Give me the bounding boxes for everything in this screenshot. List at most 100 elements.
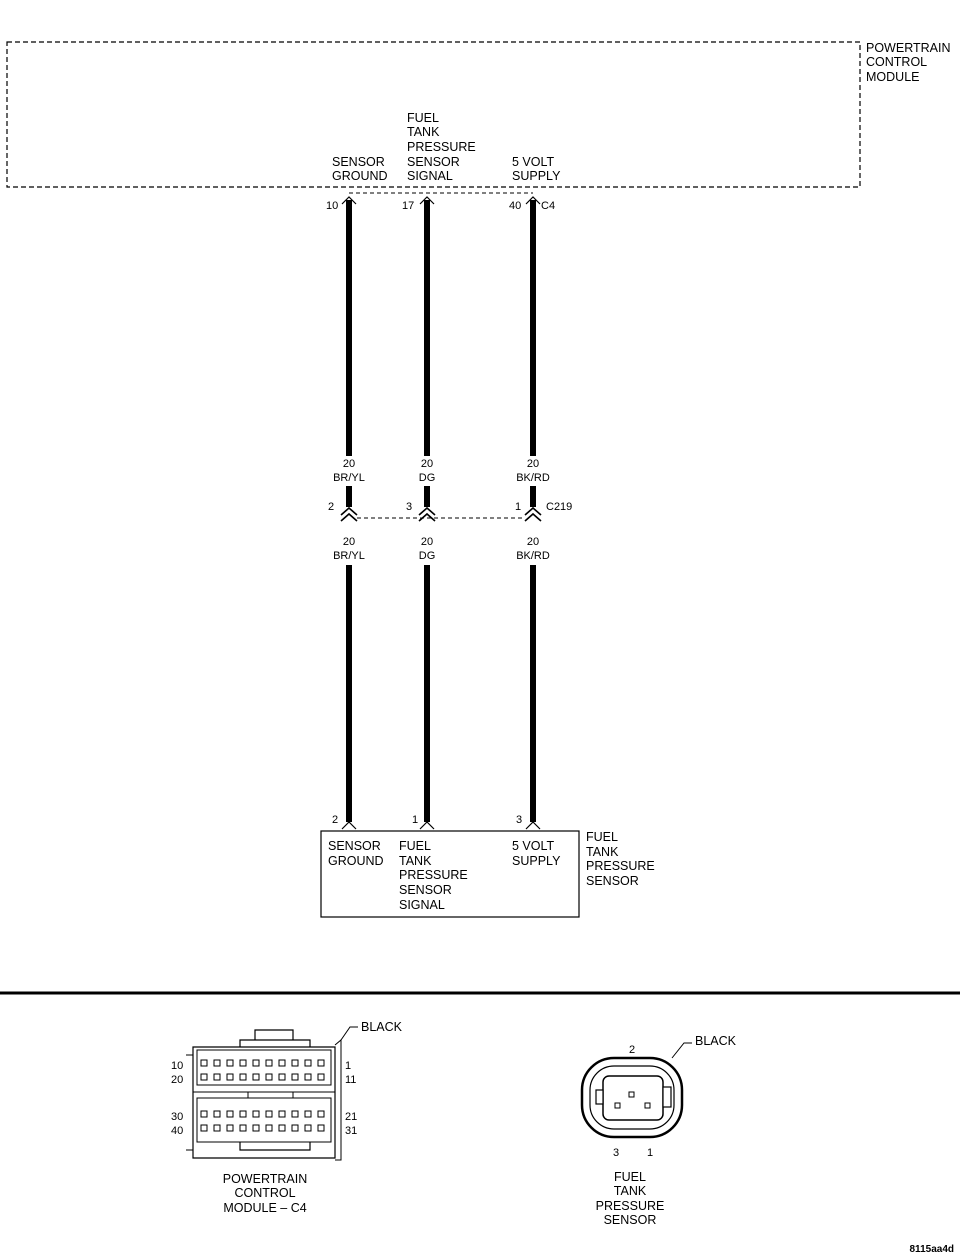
pcm-pin-number-2: 17 <box>402 200 414 212</box>
pcm-box <box>6 41 861 188</box>
pcm-pin-cavity <box>239 1124 247 1132</box>
sensor-view-pin-1: 1 <box>647 1147 653 1159</box>
pcm-pin-cavity <box>278 1124 286 1132</box>
wire3-color-upper: BK/RD <box>516 472 550 484</box>
sensor-name-line3: PRESSURE <box>586 859 655 873</box>
pcm-pin-cavity <box>304 1059 312 1067</box>
pcm-pin-cavity <box>213 1124 221 1132</box>
pcm-view-left-pin-20: 20 <box>171 1074 183 1086</box>
sensor-view-pin-2: 2 <box>629 1044 635 1056</box>
sensor-pin-number-1: 2 <box>332 814 338 826</box>
pcm-pin-cavity <box>291 1073 299 1081</box>
pcm-pin-cavity <box>239 1059 247 1067</box>
pcm-pin-cavity <box>291 1124 299 1132</box>
pcm-pin-cavity <box>278 1059 286 1067</box>
wire1-gauge-upper: 20 <box>343 458 355 470</box>
pcm-pin-arrow-2 <box>419 196 435 205</box>
pcm-pin3-label-line2: SUPPLY <box>512 169 561 183</box>
pcm-pin-cavity <box>304 1073 312 1081</box>
pcm-pin-cavity <box>213 1073 221 1081</box>
c219-pin-number-3: 1 <box>515 501 521 513</box>
sensor-pin2-label-line1: FUEL <box>399 839 431 853</box>
sensor-connector-view <box>580 1056 684 1139</box>
figure-id: 8115aa4d <box>910 1244 955 1255</box>
sensor-name-line4: SENSOR <box>586 874 639 888</box>
wire2-color-upper: DG <box>419 472 436 484</box>
pcm-pin-cavity <box>213 1110 221 1118</box>
sensor-name-line1: FUEL <box>586 830 618 844</box>
pcm-pin1-label-line2: GROUND <box>332 169 388 183</box>
sensor-view-caption-line2: TANK <box>614 1184 647 1198</box>
wire1-color-upper: BR/YL <box>333 472 365 484</box>
wire1-gauge-lower: 20 <box>343 536 355 548</box>
pcm-pin-cavity <box>317 1073 325 1081</box>
wire2-gauge-upper: 20 <box>421 458 433 470</box>
sensor-pin3-label-line1: 5 VOLT <box>512 839 555 853</box>
pcm-connector-id: C4 <box>541 200 555 212</box>
c219-pin-number-1: 2 <box>328 501 334 513</box>
pcm-view-left-pin-30: 30 <box>171 1111 183 1123</box>
pcm-pin2-label-line2: TANK <box>407 125 440 139</box>
pcm-connector-color-leader <box>340 1026 358 1041</box>
pcm-pin2-label-line3: PRESSURE <box>407 140 476 154</box>
sensor-pin2-label-line2: TANK <box>399 854 432 868</box>
wire2-gauge-lower: 20 <box>421 536 433 548</box>
pcm-pin-cavity <box>317 1124 325 1132</box>
pcm-view-right-pin-11: 11 <box>345 1074 356 1086</box>
sensor-pin1-label-line2: GROUND <box>328 854 384 868</box>
sensor-pin2-label-line4: SENSOR <box>399 883 452 897</box>
pcm-view-right-pin-31: 31 <box>345 1125 357 1137</box>
pcm-pin-cavity <box>252 1110 260 1118</box>
c219-pin-symbol-1 <box>340 506 358 522</box>
pcm-pin-arrow-3 <box>525 196 541 205</box>
pcm-pin-number-3: 40 <box>509 200 521 212</box>
pcm-pin-cavity <box>304 1110 312 1118</box>
sensor-pin-number-2: 1 <box>412 814 418 826</box>
pcm-connector-color: BLACK <box>361 1020 403 1034</box>
wire2-color-lower: DG <box>419 550 436 562</box>
pcm-pin-cavity <box>200 1124 208 1132</box>
sensor-pin2-label-line3: PRESSURE <box>399 868 468 882</box>
pcm-name-line3: MODULE <box>866 70 919 84</box>
pcm-pin-cavity <box>252 1073 260 1081</box>
pcm-view-right-pin-1: 1 <box>345 1060 351 1072</box>
wire3-color-lower: BK/RD <box>516 550 550 562</box>
pcm-pin-cavity <box>278 1110 286 1118</box>
pcm-pin-grid <box>200 1059 325 1132</box>
pcm-pin-cavity <box>213 1059 221 1067</box>
pcm-pin2-label-line5: SIGNAL <box>407 169 453 183</box>
pcm-pin-cavity <box>265 1110 273 1118</box>
pcm-pin-cavity <box>265 1073 273 1081</box>
pcm-pin-cavity <box>200 1073 208 1081</box>
pcm-pin-cavity <box>278 1073 286 1081</box>
sensor-pin1-label-line1: SENSOR <box>328 839 381 853</box>
sensor-pin-arrow-1 <box>341 821 357 830</box>
c219-connector-id: C219 <box>546 501 572 513</box>
pcm-view-caption-line3: MODULE – C4 <box>223 1201 306 1215</box>
sensor-pin2-label-line5: SIGNAL <box>399 898 445 912</box>
c219-pin-symbol-3 <box>524 506 542 522</box>
c219-pin-number-2: 3 <box>406 501 412 513</box>
pcm-pin-cavity <box>291 1110 299 1118</box>
sensor-box <box>320 830 580 918</box>
pcm-pin-cavity <box>226 1059 234 1067</box>
sensor-connector-color-leader <box>671 1042 692 1059</box>
pcm-pin2-label-line1: FUEL <box>407 111 439 125</box>
wire3-gauge-lower: 20 <box>527 536 539 548</box>
pcm-pin-cavity <box>239 1073 247 1081</box>
pcm-connector-view <box>186 1029 342 1161</box>
sensor-pin-arrow-3 <box>525 821 541 830</box>
pcm-pin1-label-line1: SENSOR <box>332 155 385 169</box>
pcm-pin2-label-line4: SENSOR <box>407 155 460 169</box>
pcm-view-left-pin-40: 40 <box>171 1125 183 1137</box>
pcm-pin-cavity <box>265 1124 273 1132</box>
pcm-pin-number-1: 10 <box>326 200 338 212</box>
pcm-name-line2: CONTROL <box>866 55 927 69</box>
pcm-pin-cavity <box>200 1059 208 1067</box>
pcm-view-left-pin-10: 10 <box>171 1060 183 1072</box>
sensor-connector-color: BLACK <box>695 1034 737 1048</box>
pcm-pin-cavity <box>239 1110 247 1118</box>
sensor-pin-number-3: 3 <box>516 814 522 826</box>
pcm-pin-cavity <box>252 1124 260 1132</box>
pcm-pin-cavity <box>226 1073 234 1081</box>
